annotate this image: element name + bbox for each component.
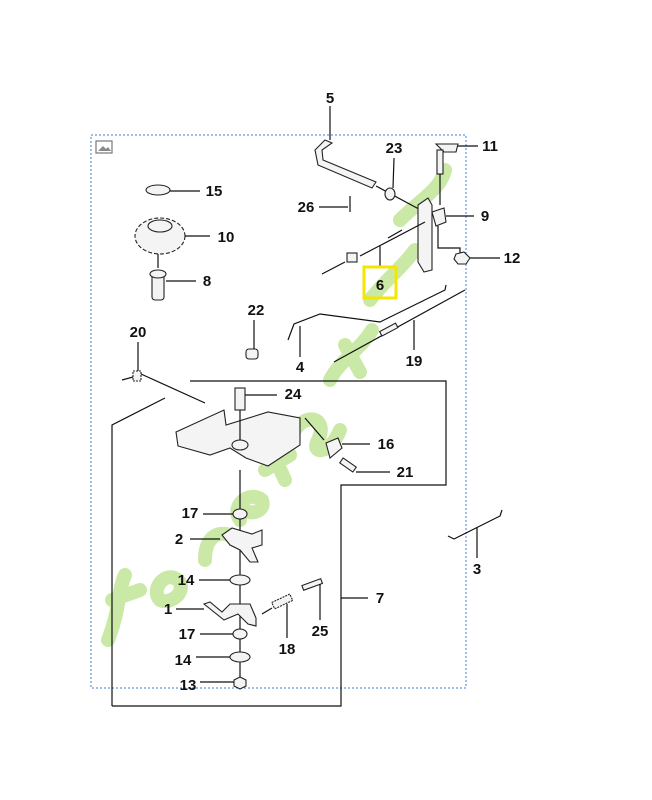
part-4-rod xyxy=(287,284,447,341)
callout-17[interactable]: 17 xyxy=(182,505,199,522)
part-3-rod xyxy=(447,509,503,540)
callout-16[interactable]: 16 xyxy=(378,436,395,453)
callout-15[interactable]: 15 xyxy=(206,183,223,200)
callout-22[interactable]: 22 xyxy=(248,302,265,319)
group-bracket-7 xyxy=(111,380,447,707)
callout-21[interactable]: 21 xyxy=(397,464,414,481)
callout-5[interactable]: 5 xyxy=(326,90,334,107)
part-15-washer xyxy=(145,184,171,196)
part-14-washer xyxy=(229,651,251,663)
callout-10[interactable]: 10 xyxy=(218,229,235,246)
part-19-rod xyxy=(333,289,466,363)
part-17-washer xyxy=(232,508,248,520)
part-5-lever xyxy=(314,106,431,216)
part-11-bolt xyxy=(434,143,478,205)
part-6-spring xyxy=(321,221,426,275)
callout-25[interactable]: 25 xyxy=(312,623,329,640)
part-20-spring xyxy=(121,342,206,404)
part-13-nut xyxy=(233,676,247,690)
callout-24[interactable]: 24 xyxy=(285,386,302,403)
part-24-bolt xyxy=(234,387,246,411)
callout-14[interactable]: 14 xyxy=(178,572,195,589)
bracket-plate xyxy=(175,409,301,467)
callout-3[interactable]: 3 xyxy=(473,561,481,578)
part-25-bolt xyxy=(301,577,324,591)
callout-6[interactable]: 6 xyxy=(376,277,384,294)
callout-13[interactable]: 13 xyxy=(180,677,197,694)
callout-18[interactable]: 18 xyxy=(279,641,296,658)
part-16-clip xyxy=(325,437,343,459)
part-12-nut xyxy=(453,251,471,265)
callout-labels: 5 23 11 15 26 9 10 12 6 8 22 20 4 19 24 … xyxy=(130,90,521,694)
part-21-screw xyxy=(338,457,358,473)
part-10-gear xyxy=(134,217,210,255)
callout-14[interactable]: 14 xyxy=(175,652,192,669)
callout-12[interactable]: 12 xyxy=(504,250,521,267)
watermark xyxy=(101,163,452,647)
callout-11[interactable]: 11 xyxy=(482,138,498,155)
callout-19[interactable]: 19 xyxy=(406,353,423,370)
callout-7[interactable]: 7 xyxy=(376,590,384,607)
callout-2[interactable]: 2 xyxy=(175,531,183,548)
callout-23[interactable]: 23 xyxy=(386,140,403,157)
callout-8[interactable]: 8 xyxy=(203,273,211,290)
callout-9[interactable]: 9 xyxy=(481,208,489,225)
callout-1[interactable]: 1 xyxy=(164,601,172,618)
part-17-washer xyxy=(232,628,248,640)
image-icon xyxy=(95,140,113,154)
highlight-box-6 xyxy=(362,265,398,300)
part-18-spring xyxy=(270,593,294,610)
callout-20[interactable]: 20 xyxy=(130,324,147,341)
part-1-lever xyxy=(202,601,257,627)
part-8-sleeve xyxy=(149,254,196,301)
part-9-plate xyxy=(417,197,474,273)
callout-26[interactable]: 26 xyxy=(298,199,315,216)
callout-17[interactable]: 17 xyxy=(179,626,196,643)
part-2-lever xyxy=(221,527,263,563)
part-22-screw xyxy=(245,348,259,360)
part-23-washer xyxy=(384,187,396,201)
callout-4[interactable]: 4 xyxy=(296,359,305,376)
part-14-washer xyxy=(229,574,251,586)
